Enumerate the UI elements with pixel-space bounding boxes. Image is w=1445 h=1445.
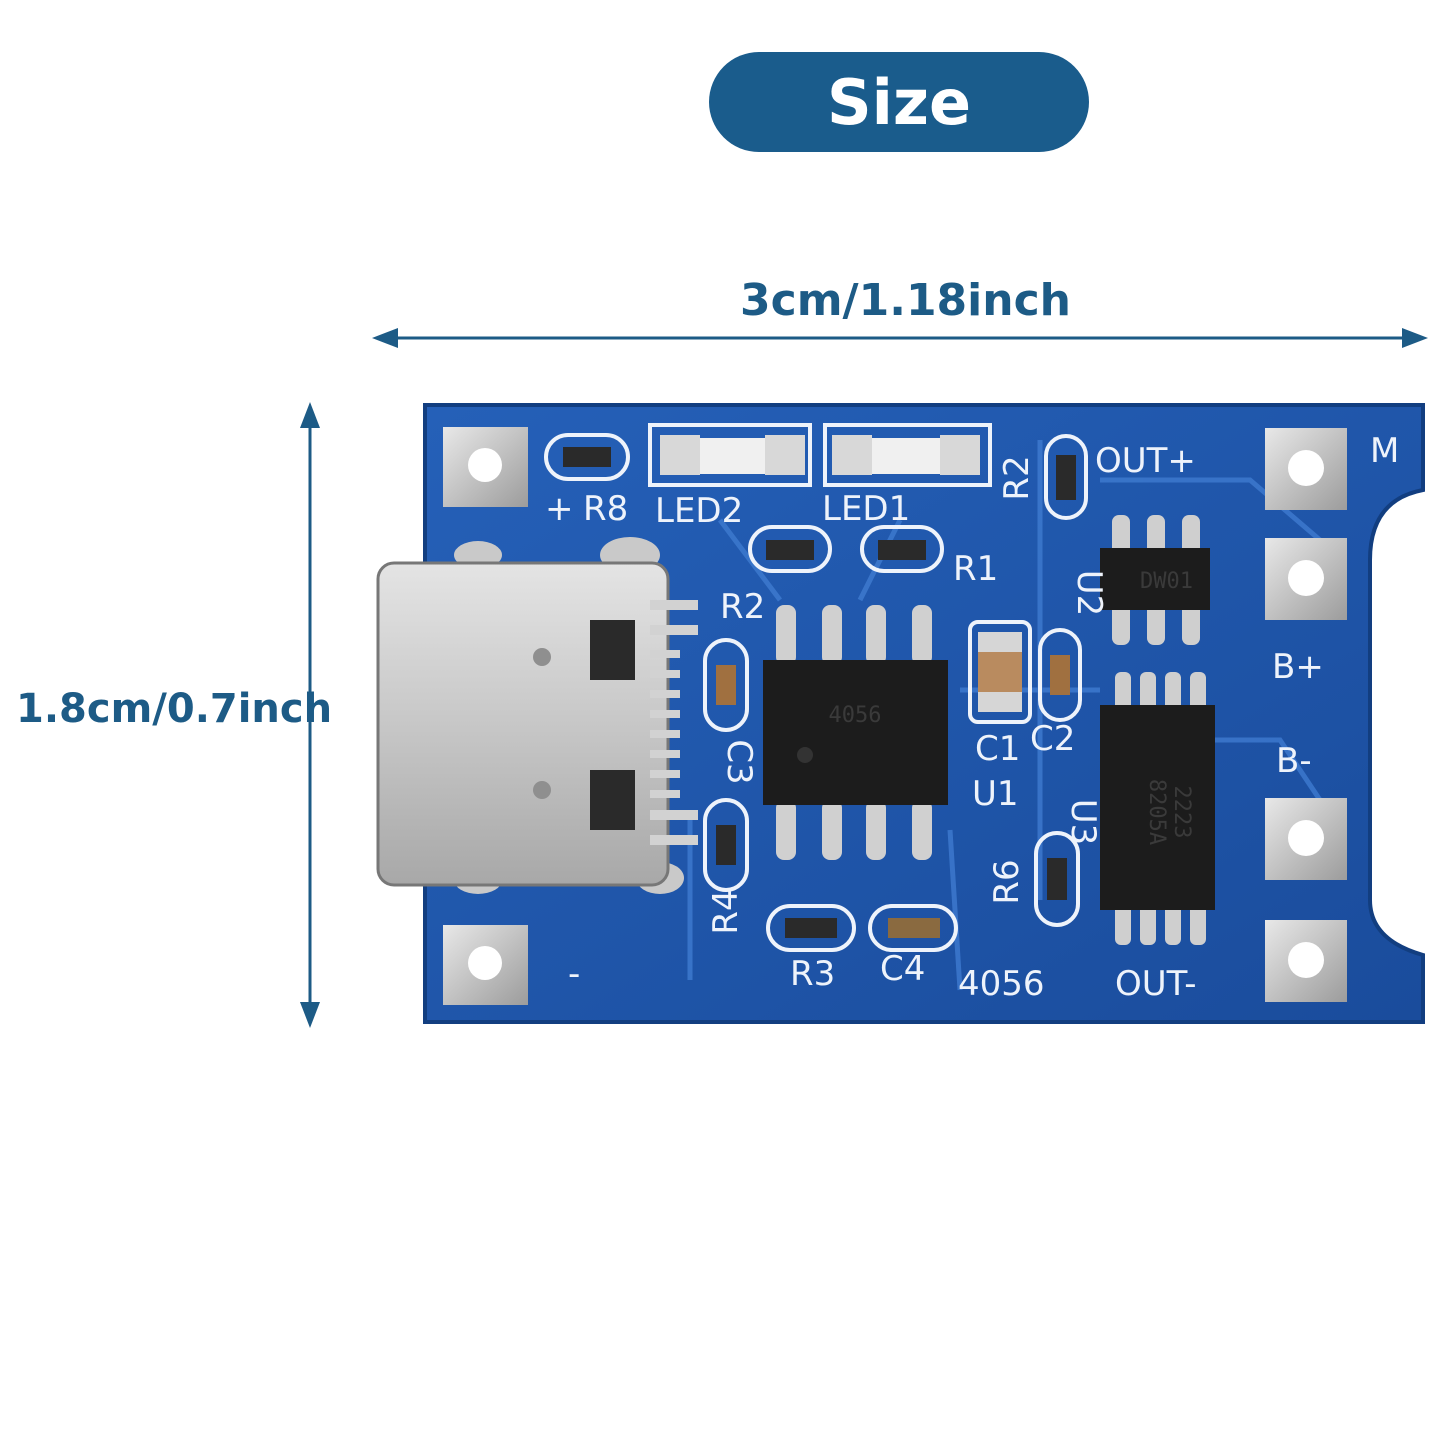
- label-plus: +: [545, 489, 574, 529]
- label-m: M: [1370, 431, 1399, 471]
- label-u1: U1: [972, 774, 1019, 814]
- pad-out-minus: [1265, 920, 1347, 1002]
- size-title: Size: [826, 65, 972, 139]
- mount-pad-bottom-left: [443, 925, 528, 1005]
- size-title-pill: Size: [709, 52, 1089, 152]
- label-out-minus: OUT-: [1115, 964, 1197, 1004]
- main-chip-4056: 4056: [763, 605, 948, 860]
- label-r2-top: R2: [997, 455, 1037, 500]
- label-r1: R1: [953, 549, 998, 589]
- mosfet-chip-u3: 8205A 2223: [1100, 672, 1215, 945]
- silkscreen-labels: + R8 LED2 LED1 R2 OUT+ M R1 U2 R2 B+ C3 …: [545, 431, 1399, 1004]
- label-c2: C2: [1030, 719, 1075, 759]
- passive-components: [544, 433, 1088, 952]
- passive-component-bodies: [563, 447, 1076, 938]
- label-c4: C4: [880, 949, 925, 989]
- protection-chip-marking: DW01: [1140, 569, 1193, 594]
- label-c3: C3: [719, 739, 759, 784]
- label-r2: R2: [720, 587, 765, 627]
- label-minus: -: [568, 954, 580, 994]
- mount-pad-top-left: [443, 427, 528, 507]
- label-b-plus: B+: [1272, 647, 1324, 687]
- pad-b-minus: [1265, 798, 1347, 880]
- label-r3: R3: [790, 954, 835, 994]
- label-r4: R4: [706, 889, 746, 934]
- label-b-minus: B-: [1276, 741, 1312, 781]
- label-out-plus: OUT+: [1095, 441, 1196, 481]
- mosfet-chip-marking-1: 8205A: [1144, 779, 1169, 845]
- main-chip-marking: 4056: [829, 703, 882, 728]
- label-led2: LED2: [655, 491, 743, 531]
- width-arrow: [372, 328, 1428, 348]
- usb-c-connector: [376, 537, 698, 894]
- label-u2: U2: [1069, 570, 1109, 617]
- label-r8: R8: [583, 489, 628, 529]
- pad-out-plus: [1265, 428, 1347, 510]
- label-c1: C1: [975, 729, 1020, 769]
- width-dimension-label: 3cm/1.18inch: [740, 275, 1071, 326]
- led2: [648, 423, 812, 487]
- label-led1: LED1: [822, 489, 910, 529]
- capacitor-c1: [968, 620, 1032, 724]
- pad-b-plus: [1265, 538, 1347, 620]
- label-u3: U3: [1063, 799, 1103, 846]
- label-model: 4056: [958, 964, 1045, 1004]
- led1: [823, 423, 992, 487]
- protection-chip-u2: DW01: [1100, 515, 1210, 645]
- height-arrow: [300, 402, 320, 1028]
- label-r6: R6: [987, 859, 1027, 904]
- mosfet-chip-marking-2: 2223: [1169, 786, 1194, 839]
- height-dimension-label: 1.8cm/0.7inch: [16, 686, 333, 732]
